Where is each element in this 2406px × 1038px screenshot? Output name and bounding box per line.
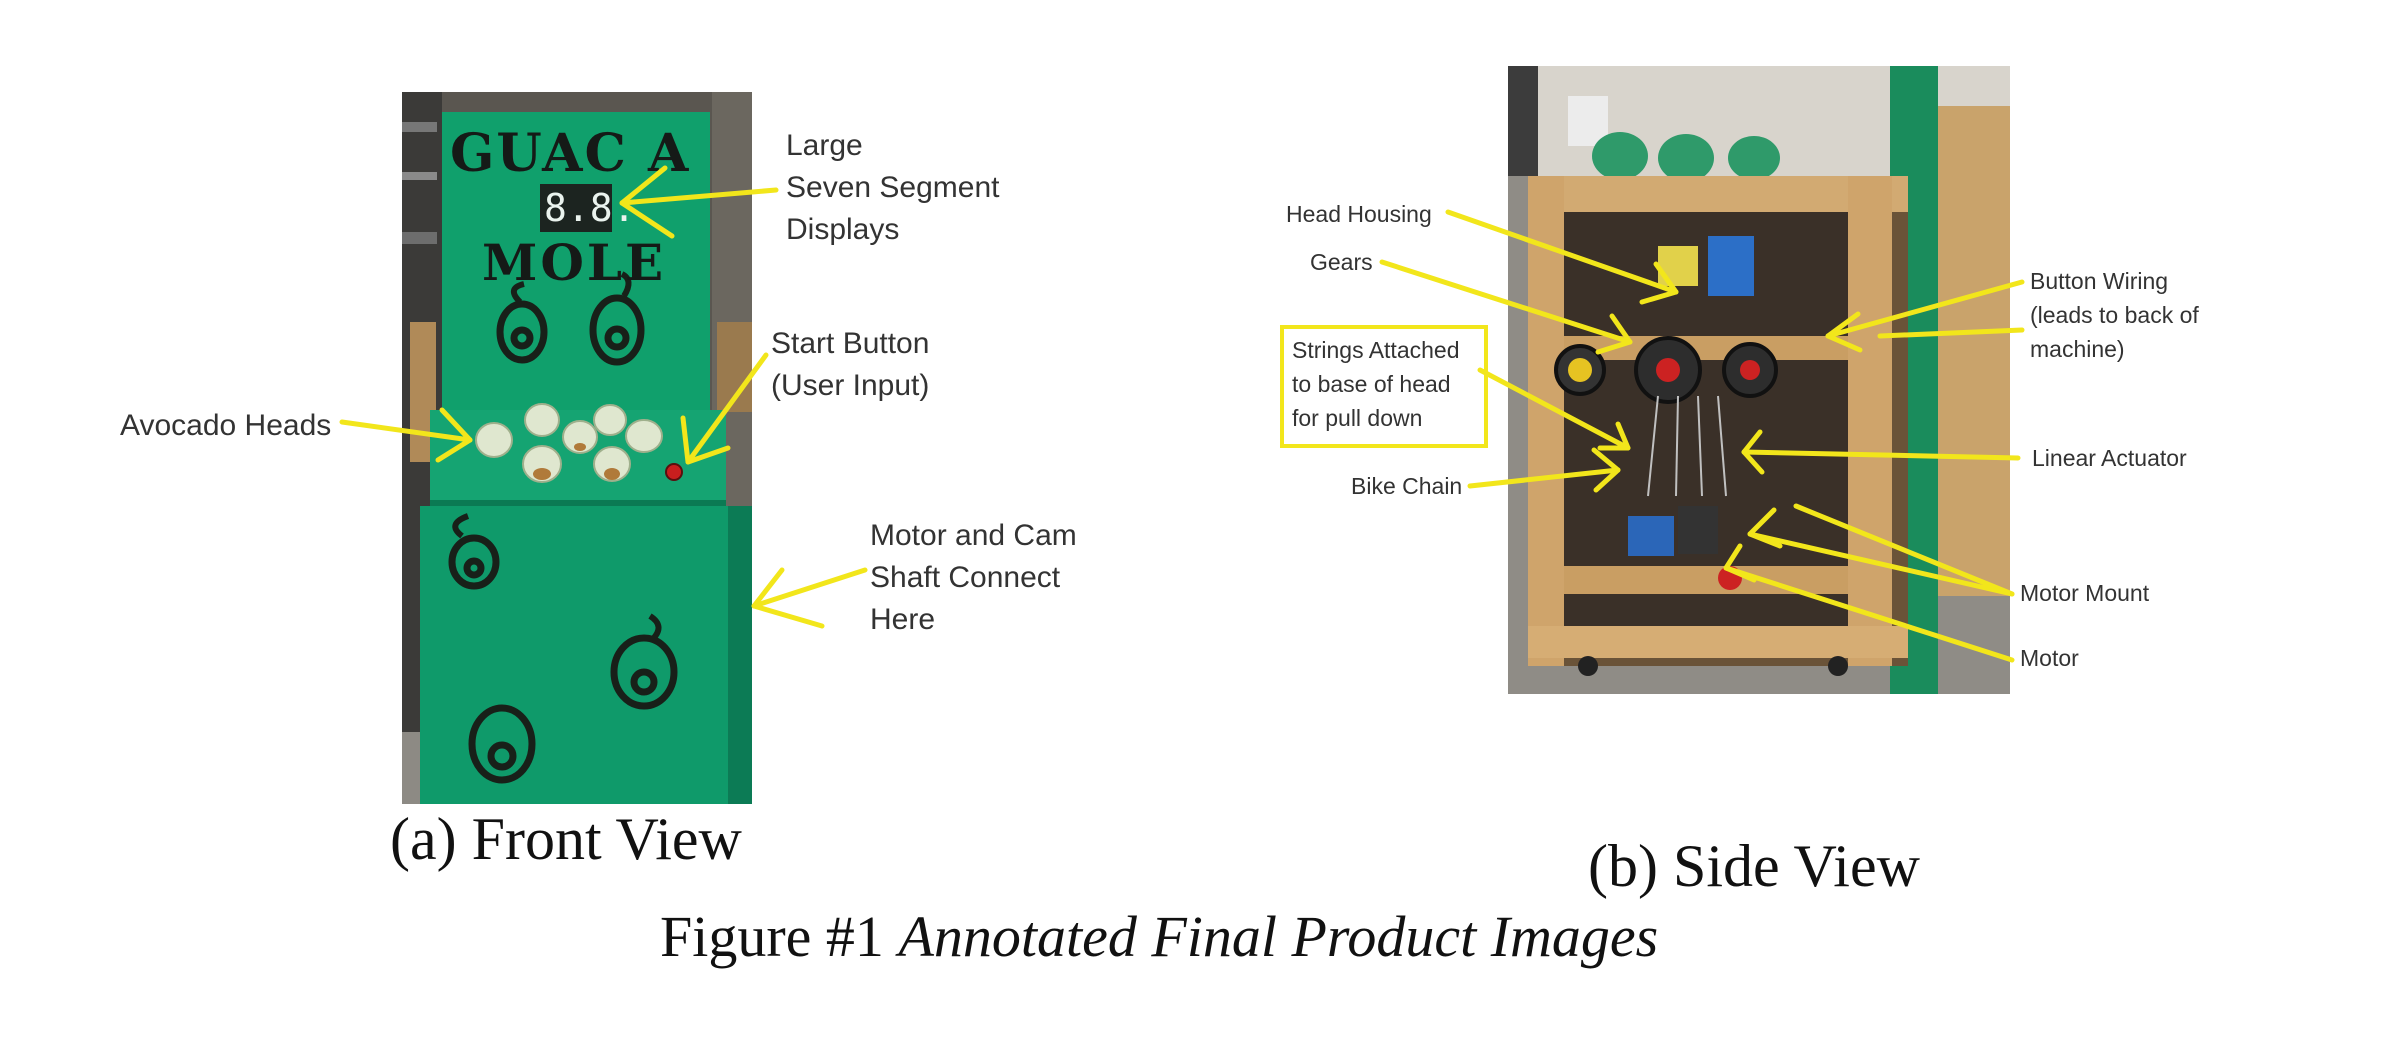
label-motor: Motor [2020,645,2079,671]
label-strings-line3: for pull down [1292,405,1423,431]
label-start-button: Start Button (User Input) [771,323,929,407]
label-large-displays-line3: Displays [786,213,900,246]
label-button-wiring: Button Wiring (leads to back of machine) [2030,264,2199,366]
label-head-housing: Head Housing [1286,201,1432,227]
label-motor-cam-line3: Here [870,603,936,636]
label-button-wiring-line3: machine) [2030,336,2125,362]
label-motor-cam: Motor and Cam Shaft Connect Here [870,515,1077,641]
label-linear-actuator: Linear Actuator [2032,445,2187,471]
label-button-wiring-line2: (leads to back of [2030,302,2199,328]
label-motor-mount: Motor Mount [2020,580,2150,606]
arrow-motor-cam [751,567,868,609]
strings-label-highlight-box [1280,325,1488,448]
label-start-button-line1: Start Button [771,327,930,360]
label-button-wiring-line1: Button Wiring [2030,268,2169,294]
label-motor-cam-line2: Shaft Connect [870,561,1061,594]
caption-front-view: (a) Front View [390,806,742,872]
figure-caption: Figure #1 Annotated Final Product Images [660,903,1658,970]
side-view-photo [1508,66,2010,694]
label-strings-line2: to base of head [1292,371,1451,397]
figure-caption-prefix: Figure #1 [660,904,884,969]
label-gears: Gears [1310,249,1373,275]
label-motor-cam-line1: Motor and Cam [870,519,1077,552]
label-avocado-heads: Avocado Heads [120,409,332,442]
label-start-button-line2: (User Input) [771,369,930,402]
label-bike-chain: Bike Chain [1351,473,1463,499]
seven-segment-readout: 8.8. [544,186,636,230]
label-large-displays-line2: Seven Segment [786,171,1000,204]
cabinet-title-line2: MOLE [482,233,667,292]
front-view-photo: GUAC A 8.8. MOLE [402,92,752,804]
caption-side-view: (b) Side View [1588,833,1920,899]
label-large-displays: Large Seven Segment Displays [786,125,999,251]
figure-caption-title: Annotated Final Product Images [898,904,1659,969]
cabinet-title-line1: GUAC A [450,123,691,184]
label-large-displays-line1: Large [786,129,863,162]
label-strings-line1: Strings Attached [1292,337,1460,363]
label-strings: Strings Attached to base of head for pul… [1292,333,1460,435]
